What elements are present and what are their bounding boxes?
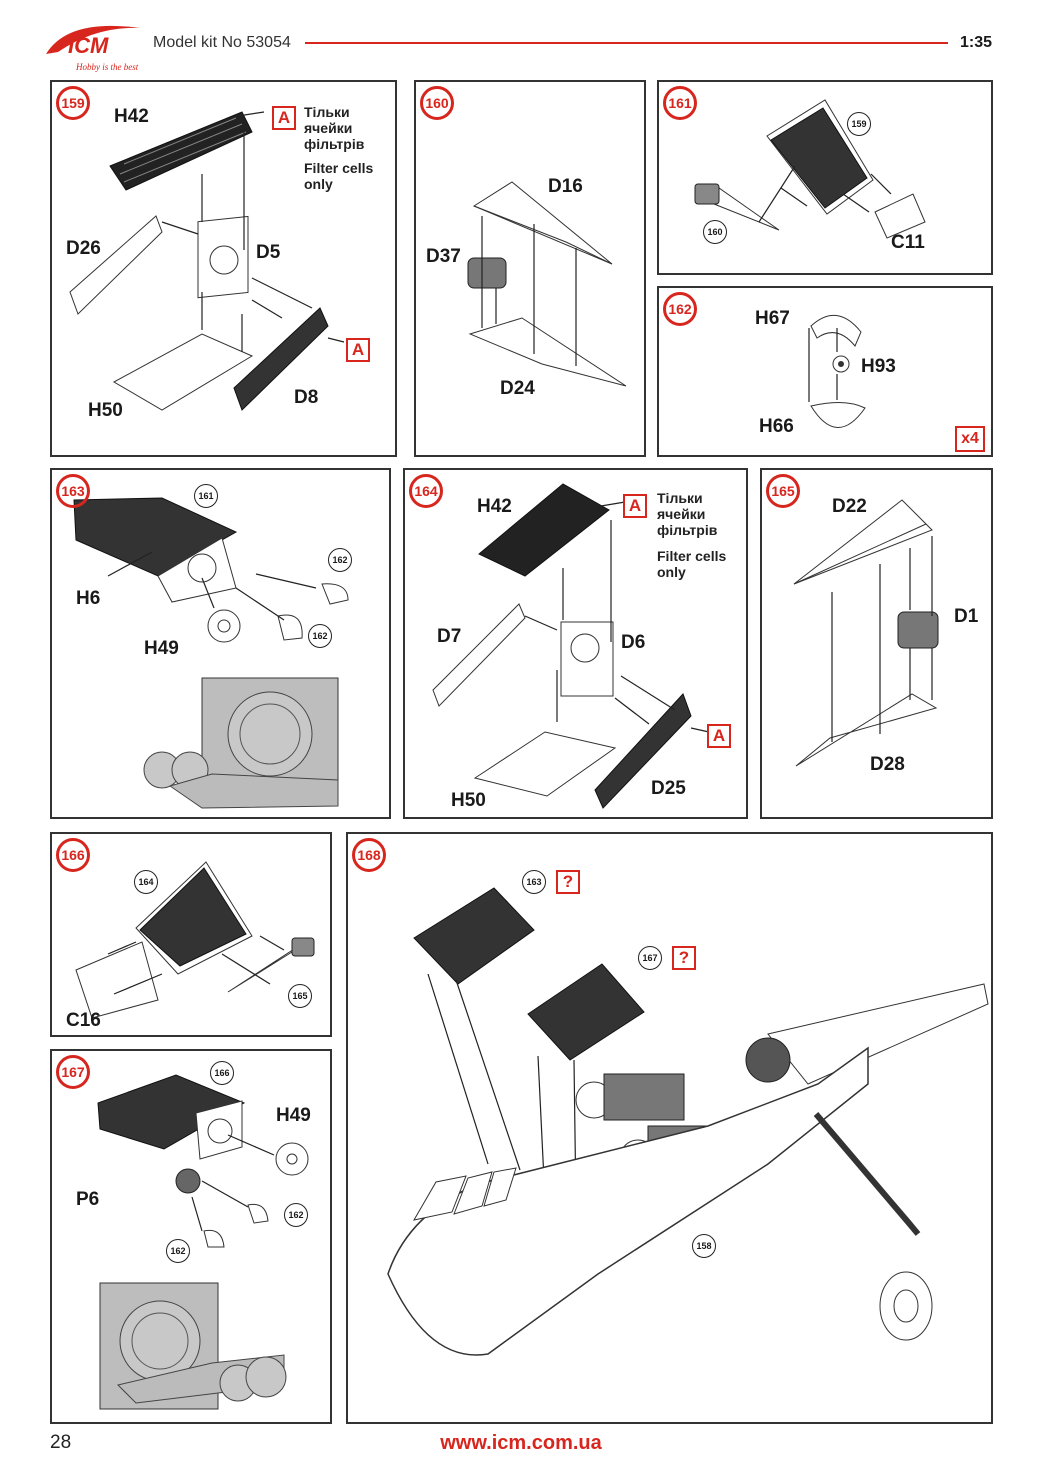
step-number-badge: 161 [663, 86, 697, 120]
step-163-illustration [73, 497, 349, 809]
callout-a-marker: A [623, 494, 647, 518]
step-168-panel: 168 163 ? 167 ? 158 [346, 832, 993, 1424]
step-167-illustration [97, 1074, 309, 1410]
note-line: only [304, 176, 333, 192]
note-line: Тільки [304, 104, 350, 120]
step-165-panel: 165 D22 D1 D28 [760, 468, 993, 819]
step-reference-164: 164 [134, 870, 158, 894]
step-166-illustration [75, 861, 315, 1019]
step-reference-165: 165 [288, 984, 312, 1008]
callout-a-marker: A [346, 338, 370, 362]
step-159-illustration [69, 111, 345, 411]
part-label-d16: D16 [548, 176, 583, 197]
note-line: ячейки [657, 506, 706, 522]
step-number-badge: 163 [56, 474, 90, 508]
part-label-d8: D8 [294, 387, 319, 408]
step-160-illustration [467, 181, 627, 387]
step-162-panel: 162 H67 H93 H66 x4 [657, 286, 993, 457]
step-reference-159: 159 [847, 112, 871, 136]
part-label-h42: H42 [114, 106, 149, 127]
step-reference-163: 163 [522, 870, 546, 894]
step-number-badge: 160 [420, 86, 454, 120]
part-label-d22: D22 [832, 496, 867, 517]
step-reference-158: 158 [692, 1234, 716, 1258]
part-label-d24: D24 [500, 378, 535, 399]
part-label-h66: H66 [759, 416, 794, 437]
note-line: ячейки [304, 120, 353, 136]
part-label-h50: H50 [451, 790, 486, 811]
step-reference-160: 160 [703, 220, 727, 244]
note-line: Тільки [657, 490, 703, 506]
callout-a-marker: A [707, 724, 731, 748]
step-number-badge: 159 [56, 86, 90, 120]
page-number: 28 [50, 1432, 72, 1453]
part-label-h42: H42 [477, 496, 512, 517]
note-english: Filter cells only [657, 548, 726, 580]
part-label-d5: D5 [256, 242, 281, 263]
step-168-illustration [387, 887, 989, 1356]
note-ukrainian: Тільки ячейки фільтрів [657, 490, 717, 538]
step-reference-162: 162 [328, 548, 352, 572]
step-167-panel: 167 H49 P6 166 162 162 [50, 1049, 332, 1424]
part-label-d37: D37 [426, 246, 461, 267]
note-english: Filter cells only [304, 160, 373, 192]
website-link[interactable]: www.icm.com.ua [440, 1432, 602, 1454]
step-159-panel: 159 H42 D26 D5 H50 D8 A A Тільки ячейки … [50, 80, 397, 457]
step-number-badge: 164 [409, 474, 443, 508]
step-166-panel: 166 C16 164 165 [50, 832, 332, 1037]
question-marker: ? [672, 946, 696, 970]
note-line: only [657, 564, 686, 580]
kit-title: Model kit No 53054 [153, 34, 291, 51]
brand-text: ICM [68, 33, 109, 58]
part-label-c11: C11 [891, 232, 925, 253]
part-label-d1: D1 [954, 606, 979, 627]
step-reference-166: 166 [210, 1061, 234, 1085]
step-reference-161: 161 [194, 484, 218, 508]
part-label-h67: H67 [755, 308, 790, 329]
quantity-badge: x4 [955, 426, 985, 452]
part-label-d28: D28 [870, 754, 905, 775]
part-label-h50: H50 [88, 400, 123, 421]
part-label-d6: D6 [621, 632, 646, 653]
part-label-h93: H93 [861, 356, 896, 377]
step-number-badge: 168 [352, 838, 386, 872]
part-label-d26: D26 [66, 238, 101, 259]
note-line: Filter cells [657, 548, 727, 564]
note-line: Filter cells [304, 160, 374, 176]
scale-label: 1:35 [959, 34, 992, 51]
step-number-badge: 167 [56, 1055, 90, 1089]
step-number-badge: 166 [56, 838, 90, 872]
part-label-h49: H49 [144, 638, 179, 659]
step-165-illustration [793, 499, 939, 767]
callout-a-marker: A [272, 106, 296, 130]
slogan-text: Hobby is the best [75, 62, 139, 72]
step-162-illustration [808, 314, 866, 428]
header-rule [305, 42, 948, 44]
step-161-panel: 161 C11 159 160 [657, 80, 993, 275]
step-163-panel: 163 H6 H49 161 162 162 [50, 468, 391, 819]
step-number-badge: 165 [766, 474, 800, 508]
step-reference-162: 162 [308, 624, 332, 648]
step-160-panel: 160 D16 D37 D24 [414, 80, 646, 457]
part-label-c16: C16 [66, 1010, 101, 1031]
step-reference-162: 162 [284, 1203, 308, 1227]
step-reference-167: 167 [638, 946, 662, 970]
part-label-p6: P6 [76, 1189, 100, 1210]
step-reference-162: 162 [166, 1239, 190, 1263]
part-label-h49: H49 [276, 1105, 311, 1126]
part-label-d25: D25 [651, 778, 686, 799]
part-label-h6: H6 [76, 588, 101, 609]
step-number-badge: 162 [663, 292, 697, 326]
note-line: фільтрів [304, 136, 365, 152]
step-164-illustration [432, 483, 710, 809]
step-161-illustration [694, 99, 926, 239]
step-164-panel: 164 H42 D7 D6 H50 D25 A A Тільки ячейки … [403, 468, 748, 819]
part-label-d7: D7 [437, 626, 462, 647]
note-ukrainian: Тільки ячейки фільтрів [304, 104, 364, 152]
question-marker: ? [556, 870, 580, 894]
icm-logo: ICM Hobby is the best [38, 20, 148, 80]
note-line: фільтрів [657, 522, 718, 538]
